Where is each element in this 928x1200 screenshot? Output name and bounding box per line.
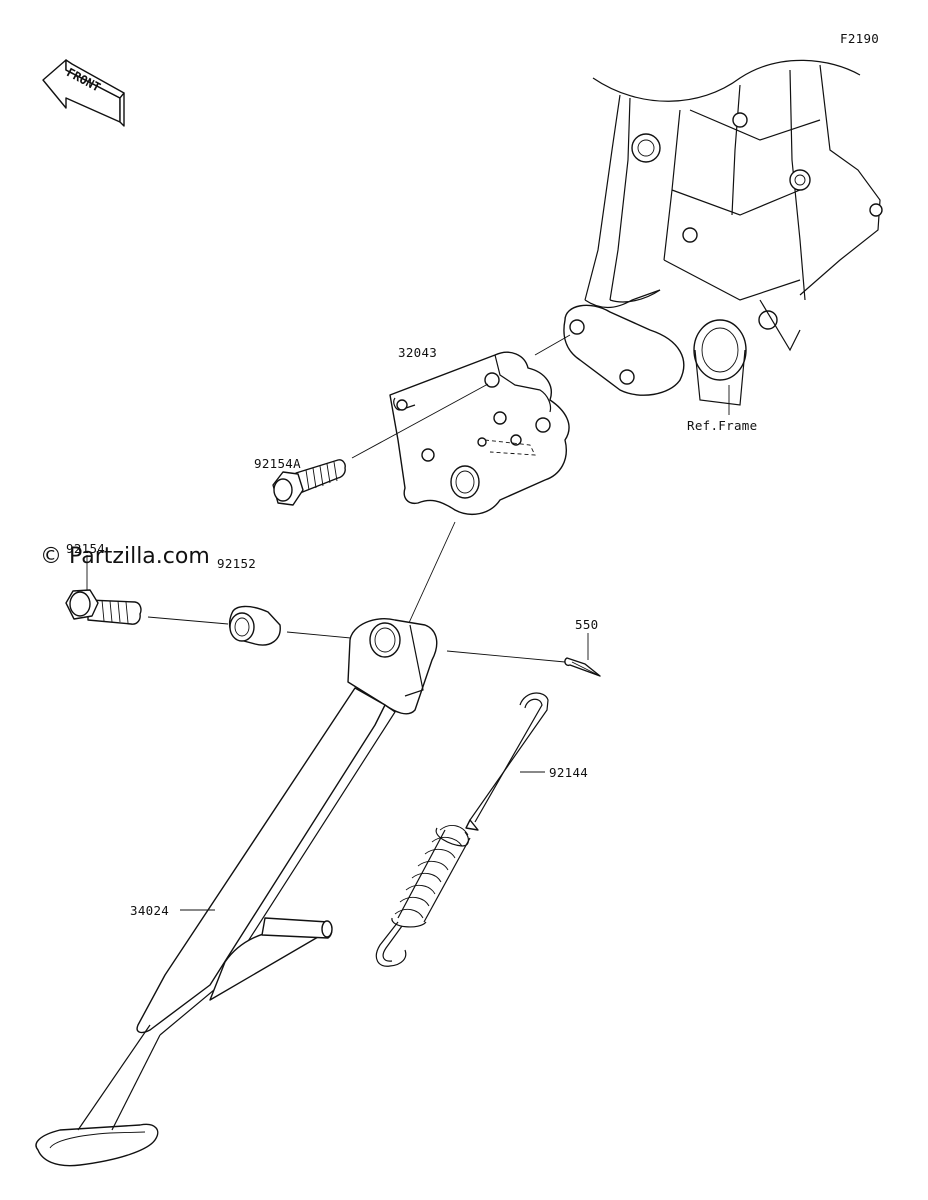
part-label-550[interactable]: 550 bbox=[575, 617, 599, 632]
cotter-pin-550 bbox=[564, 657, 601, 677]
bolt-92154A bbox=[272, 459, 346, 506]
part-label-92154A[interactable]: 92154A bbox=[254, 456, 301, 471]
part-label-92152[interactable]: 92152 bbox=[217, 556, 257, 571]
frame-reference bbox=[563, 59, 883, 406]
diagram-code: F2190 bbox=[840, 31, 880, 46]
ref-frame-label[interactable]: Ref.Frame bbox=[687, 418, 758, 433]
bracket-32043 bbox=[389, 351, 570, 516]
bolt-92154 bbox=[65, 589, 142, 625]
side-stand-34024 bbox=[35, 618, 438, 1167]
part-label-92144[interactable]: 92144 bbox=[549, 765, 589, 780]
part-label-32043[interactable]: 32043 bbox=[398, 345, 438, 360]
spring-92144 bbox=[375, 692, 549, 967]
part-label-92154[interactable]: 92154 bbox=[66, 541, 106, 556]
front-arrow-icon: FRONT bbox=[42, 59, 125, 127]
collar-92152 bbox=[228, 605, 281, 646]
part-label-34024[interactable]: 34024 bbox=[130, 903, 170, 918]
partzilla-watermark: © Partzilla.com bbox=[40, 544, 210, 569]
